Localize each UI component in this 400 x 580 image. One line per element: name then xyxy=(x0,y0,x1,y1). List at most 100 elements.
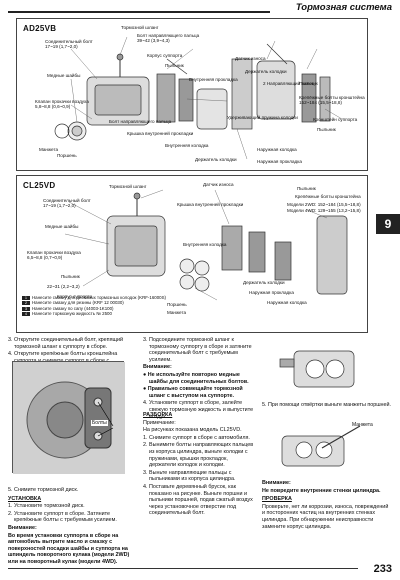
warning-heading: Внимание: xyxy=(143,364,172,371)
step-3: 3. Открутите соединительный болт, крепящ… xyxy=(8,337,123,350)
header-rule xyxy=(8,11,270,13)
bracket-shape xyxy=(231,58,253,130)
callout-boot-2: Пыльник xyxy=(297,186,316,191)
step-5: 5. Снимите тормозной диск. xyxy=(8,487,79,493)
callout-seal: Манжета xyxy=(39,147,59,152)
illustration xyxy=(279,350,355,388)
disassembly-step-2: 2. Вынимите болты направляющих пальцев и… xyxy=(143,442,254,469)
callout-boot: Пыльник xyxy=(61,274,80,279)
outer-pad-shape xyxy=(301,73,317,123)
callout-caliper-body: Корпус суппорта xyxy=(57,294,93,299)
photo-seal-removal: Манжета xyxy=(272,420,376,474)
callout-wear-sensor: Датчик износа xyxy=(203,182,234,187)
inner-pad-shape xyxy=(221,225,243,271)
callout-pad-retainer-2: Держатель колодки xyxy=(195,157,237,162)
photo-illustration xyxy=(13,362,125,474)
diagram-model-label: CL25VD xyxy=(23,181,56,190)
disassembly-step-3: 3. Выньте направляющие пальцы с пыльника… xyxy=(143,469,236,483)
exploded-diagram-cl25vd: CL25VD Соединительный болт 17~19 (1,7~2 xyxy=(16,175,368,333)
photo-caliper-piston xyxy=(270,337,380,399)
callout-torque-4wd: Модели 4WD: 129~155 (13,2~15,8) xyxy=(287,208,361,213)
diagram-model-label: AD25VB xyxy=(23,24,57,33)
warning-bullet: ● Не используйте повторно медные шайбы д… xyxy=(143,371,249,385)
callout-outer-shim: Наружная прокладка xyxy=(257,159,302,164)
callout-brake-hose: Тормозной шланг xyxy=(109,184,147,189)
disassembly-step-1: 1. Снимите суппорт в сборе с автомобиля. xyxy=(143,434,250,441)
callout-caliper-body: Корпус суппорта xyxy=(147,53,183,58)
callout-connecting-bolt: Соединительный болт 17~19 (1,7~2,0) xyxy=(43,198,91,209)
callout-boot-3: Пыльник xyxy=(317,127,336,132)
exploded-diagram-ad25vb: AD25VB xyxy=(16,18,368,171)
callout-pad-spring: Удерживающий пружина колодки xyxy=(227,115,298,120)
install-step-2: 2. Установите суппорт в сборе. Затяните … xyxy=(8,510,117,524)
callout-bracket: Кронштейн суппорта xyxy=(313,117,358,122)
text-column-2: 3. Подсоедините тормозной шланг к тормоз… xyxy=(143,337,255,421)
step-5: 5. При помощи отвёртки выньте манжеты по… xyxy=(262,402,392,408)
note-text: На рисунках показана модель CL25VD. xyxy=(143,427,242,434)
callout-pad-retainer: Держатель колодки xyxy=(243,280,285,285)
inner-pad-shape xyxy=(156,73,176,123)
text-column-1-bottom: 5. Снимите тормозной диск. УСТАНОВКА 1. … xyxy=(8,487,136,567)
illustration xyxy=(281,425,361,467)
section-heading-inspection: ПРОВЕРКА xyxy=(262,496,292,503)
text-column-3: 5. При помощи отвёртки выньте манжеты по… xyxy=(262,402,392,410)
callout-boot-2: Пыльник xyxy=(299,81,318,86)
callout-guide-pin-bolt: Болт направляющего пальца 39~42 (3,9~4,3… xyxy=(137,33,200,44)
disassembly-step-4: 4. Поставьте деревянный брусок, как пока… xyxy=(143,483,253,517)
text-column-2-bottom: РАЗБОРКА Примечание: На рисунках показан… xyxy=(143,410,255,518)
step-3: 3. Подсоедините тормозной шланг к тормоз… xyxy=(143,337,252,363)
warning-heading: Внимание: xyxy=(8,524,37,531)
callout-torque-2wd: Модели 2WD: 152~184 (15,5~18,8) xyxy=(287,202,361,207)
callout-pad-retainer: Держатель колодки xyxy=(245,69,287,74)
diagram-drawing xyxy=(54,36,343,160)
callout-outer-pad: Наружная колодка xyxy=(267,300,307,305)
footer-rule xyxy=(8,568,358,569)
text-column-3-bottom: Внимание: Не повредите внутренние стенки… xyxy=(262,480,392,531)
section-heading-disassembly: РАЗБОРКА xyxy=(143,412,173,418)
warning-text: Во время установки суппорта в сборе на а… xyxy=(8,532,130,565)
callout-bleeder-valve: Клапан прокачки воздуха 6,5~8,8 (0,7~0,9… xyxy=(27,250,81,261)
callout-inner-shim-cover: Крышка внутренней прокладки xyxy=(177,202,244,207)
photo-label: Болты xyxy=(91,420,108,426)
section-title: Тормозная система xyxy=(295,2,392,13)
callout-bracket-bolts: Крепёжные болты кронштейна 152~184 (15,5… xyxy=(299,95,365,106)
callout-piston: Поршень xyxy=(167,302,187,307)
callout-torque: 22~31 (2,2~3,2) xyxy=(47,284,80,289)
callout-bleeder-valve: Клапан прокачки воздуха 5,8~8,8 (0,6~0,9… xyxy=(35,99,89,110)
callout-inner-pad: Внутренняя колодка xyxy=(183,242,227,247)
inspection-text: Проверьте, нет ли коррозии, износа, повр… xyxy=(262,503,389,530)
piston-shape xyxy=(179,258,195,274)
photo-caliper-bolts: Болты xyxy=(12,361,125,474)
callout-brake-hose: Тормозной шланг xyxy=(121,25,159,30)
warning-heading: Внимание: xyxy=(262,480,291,486)
chapter-tab: 9 xyxy=(376,214,400,234)
step-4: 4. Установите суппорт в сборе, залейте с… xyxy=(143,400,254,420)
bracket-shape xyxy=(316,215,348,295)
warning-text: Не повредите внутренние стенки цилиндра. xyxy=(262,487,381,494)
callout-piston: Поршень xyxy=(57,153,77,158)
callout-connecting-bolt: Соединительный болт 17~19 (1,7~2,0) xyxy=(45,39,93,50)
outer-pad-shape xyxy=(274,241,292,281)
callout-bracket-bolts: Крепёжные болты кронштейна xyxy=(295,194,361,199)
install-step-1: 1. Установите тормозной диск. xyxy=(8,503,85,510)
callout-guide-pin: 2 Направляющий палец xyxy=(263,81,315,86)
callout-inner-shim-cover: Крышка внутренней прокладки xyxy=(127,131,194,136)
callout-copper-washers: Медные шайбы xyxy=(45,224,79,229)
page-number: 233 xyxy=(373,563,392,575)
callout-inner-shim: Внутренняя прокладка xyxy=(189,77,238,82)
callout-outer-pad: Наружная колодка xyxy=(257,147,297,152)
callout-copper-washers: Медные шайбы xyxy=(47,73,81,78)
callout-seal: Манжета xyxy=(167,310,187,315)
callout-wear-sensor: Датчик износа xyxy=(235,56,266,61)
page-header: Тормозная система xyxy=(0,0,400,17)
section-heading-install: УСТАНОВКА xyxy=(8,495,42,502)
warning-bullet: ● Правильно совмещайте тормозной шланг с… xyxy=(143,386,243,399)
callout-boot-1: Пыльник xyxy=(165,63,184,68)
note-heading: Примечание: xyxy=(143,419,176,426)
diagram-drawing xyxy=(64,189,348,301)
